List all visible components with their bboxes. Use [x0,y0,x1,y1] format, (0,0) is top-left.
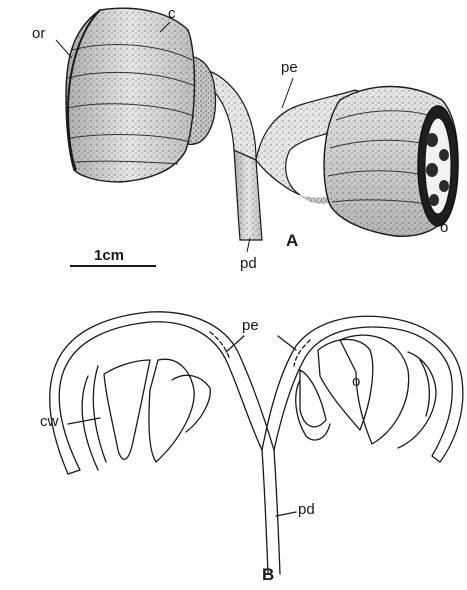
label-b-pe: pe [242,318,259,333]
label-b-cw: cw [40,414,58,429]
label-b-pd: pd [298,502,315,517]
panel-b-pedicel-right [262,316,463,462]
label-a-c: c [168,6,176,21]
panel-b-pedicel-left [50,312,274,474]
panel-b-ovules-right [296,335,436,448]
panel-b-label: B [262,566,274,583]
panel-b-peduncle [262,450,280,574]
label-a-pe: pe [281,60,298,75]
panel-a-cupule-left [66,8,195,182]
panel-b-illustration [50,312,463,574]
label-a-o: o [440,220,448,235]
label-a-or: or [32,26,45,41]
label-b-o: o [352,374,360,389]
panel-a-cupule-right [324,87,458,237]
label-a-pd: pd [240,256,257,271]
scale-bar-label: 1cm [94,248,124,263]
panel-a-illustration [56,8,458,266]
panel-a-peduncle [234,150,262,240]
panel-a-label: A [286,232,298,249]
panel-b-leader-lines [68,336,296,516]
panel-b-ovules-left [104,359,210,462]
